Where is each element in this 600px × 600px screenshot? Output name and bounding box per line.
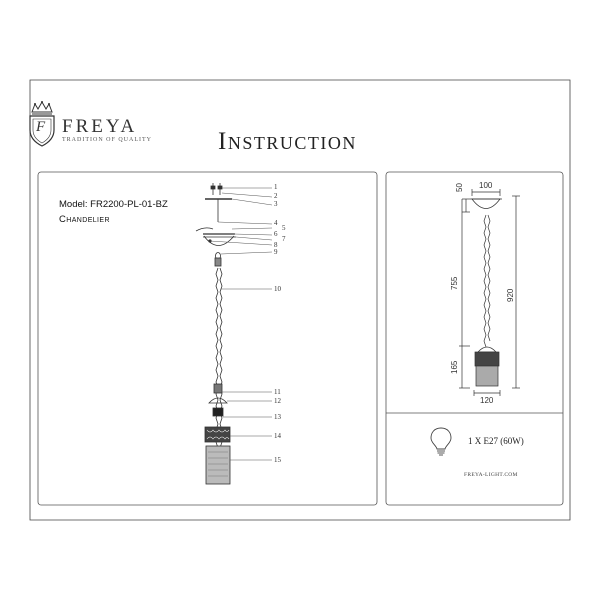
callout-6: 6 [274,230,278,238]
canopy-height-label: 50 [455,183,464,192]
callout-3: 3 [274,200,278,208]
callout-11: 11 [274,388,281,396]
callout-8: 8 [274,241,278,249]
callout-1: 1 [274,183,278,191]
light-bulb-icon [430,427,452,456]
page-title: Instruction [218,128,357,155]
product-type: Chandelier [59,214,110,225]
chain-length-label: 755 [450,276,459,290]
brand-tagline: Tradition of Quality [62,137,152,143]
shade-height-label: 165 [450,360,459,374]
callout-14: 14 [274,432,281,440]
bulb-spec: 1 X E27 (60W) [468,436,524,446]
total-height-label: 920 [506,288,515,302]
callout-9: 9 [274,248,278,256]
website-url: FREYA-LIGHT.COM [464,472,518,478]
canopy-width-label: 100 [479,181,493,190]
callout-15: 15 [274,456,281,464]
callout-13: 13 [274,413,281,421]
callout-4: 4 [274,219,278,227]
model-number: Model: FR2200-PL-01-BZ [59,199,168,210]
brand-name: FREYA [62,116,138,137]
freya-logo-icon [29,100,55,147]
callout-5: 5 [282,224,286,232]
shade-width-label: 120 [480,396,494,405]
callout-10: 10 [274,285,281,293]
callout-7: 7 [282,235,286,243]
callout-12: 12 [274,397,281,405]
callout-2: 2 [274,192,278,200]
logo-monogram: F [36,119,46,135]
